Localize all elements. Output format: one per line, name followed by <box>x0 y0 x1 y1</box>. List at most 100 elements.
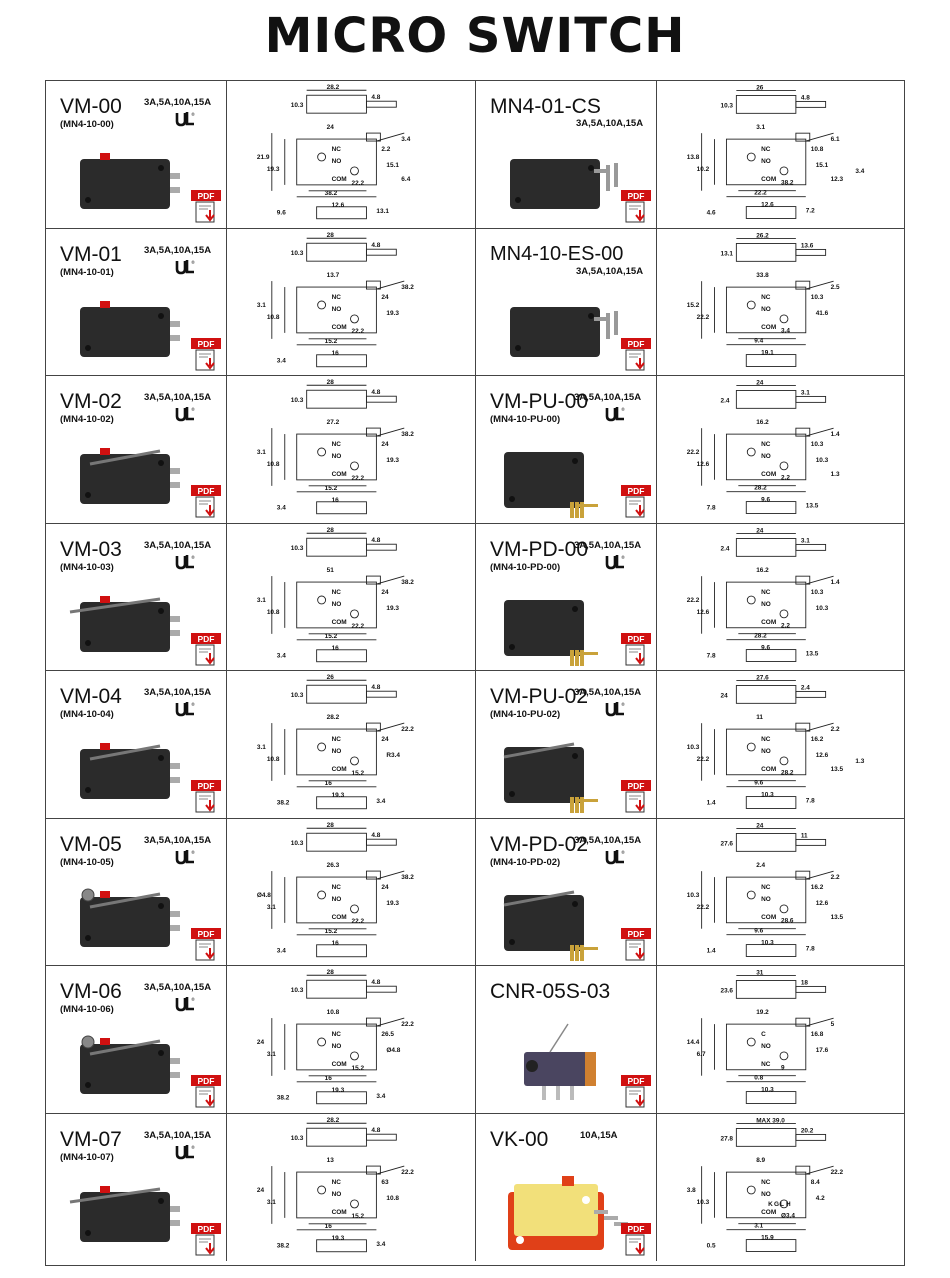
dimension-label: 4.8 <box>371 832 380 839</box>
pdf-download-icon[interactable]: PDF <box>191 1075 221 1109</box>
dimension-label: 3.1 <box>257 449 266 456</box>
dimension-label: 9.6 <box>761 497 770 504</box>
svg-text:PDF: PDF <box>198 339 215 349</box>
model-name: VM-01 <box>60 242 122 266</box>
dimension-drawing: 2810.34.810.826.5243.1Ø4.819.31615.222.2… <box>257 969 414 1105</box>
dimension-label: 12.6 <box>697 461 710 468</box>
dimension-label: 22.2 <box>351 622 364 629</box>
model-code: (MN4-10-PD-02) <box>490 856 561 868</box>
terminal-label: NC <box>332 1179 342 1186</box>
pdf-download-icon[interactable]: PDF <box>621 190 651 224</box>
dimension-label: 11 <box>801 832 808 839</box>
dimension-label: 10.8 <box>327 1009 340 1016</box>
pdf-download-icon[interactable]: PDF <box>621 1075 651 1109</box>
dimension-label: 38.2 <box>781 180 794 187</box>
dimension-label: 3.1 <box>257 301 266 308</box>
product-cell: VM-07(MN4-10-07)3A,5A,10A,15A®PDF <box>46 1113 227 1261</box>
terminal-label: COM <box>761 766 776 773</box>
pdf-download-icon[interactable]: PDF <box>621 1222 651 1257</box>
model-code: (MN4-10-06) <box>60 1004 114 1015</box>
pdf-download-icon[interactable]: PDF <box>621 485 651 519</box>
terminal-label: NO <box>761 305 771 312</box>
dimension-label: 26.2 <box>756 232 769 239</box>
dimension-label: 12.6 <box>816 899 829 906</box>
dimension-drawing: MAX 39.027.820.28.98.43.810.34.215.93.1Ø… <box>687 1117 844 1252</box>
pdf-download-icon[interactable]: PDF <box>191 485 221 519</box>
dimension-label: 22.2 <box>401 1021 414 1028</box>
dimension-label: 10.3 <box>816 457 829 464</box>
dimension-label: 23.6 <box>720 987 733 994</box>
dimension-label: 2.2 <box>781 475 790 482</box>
terminal-label: NO <box>761 158 771 165</box>
pdf-download-icon[interactable]: PDF <box>191 190 221 224</box>
terminal-label: COM <box>332 323 347 330</box>
pdf-download-icon[interactable]: PDF <box>191 337 221 372</box>
model-name: CNR-05S-03 <box>490 980 611 1003</box>
dimension-label: 17.6 <box>816 1047 829 1054</box>
dimension-label: 26 <box>327 674 335 681</box>
model-name: VM-05 <box>60 832 122 856</box>
svg-text:PDF: PDF <box>628 486 645 496</box>
model-code: (MN4-10-03) <box>60 561 114 573</box>
dimension-label: 8.4 <box>811 1179 820 1186</box>
dimension-label: 15.2 <box>325 927 338 934</box>
model-name: MN4-10-ES-00 <box>490 242 624 265</box>
dimension-label: 4.8 <box>371 1127 380 1134</box>
pdf-download-icon[interactable]: PDF <box>621 927 651 962</box>
model-code: (MN4-10-04) <box>60 709 114 720</box>
terminal-label: NO <box>761 1190 771 1197</box>
model-name: VK-00 <box>490 1127 549 1151</box>
terminal-label: NO <box>332 1190 342 1197</box>
terminal-label: NO <box>761 1043 771 1050</box>
model-code: (MN4-10-02) <box>60 414 114 425</box>
dimension-label: 27.8 <box>720 1135 733 1142</box>
dimension-label: 3.4 <box>277 947 286 954</box>
terminal-label: NO <box>332 305 342 312</box>
terminal-label: NO <box>332 1043 342 1050</box>
model-name: VM-03 <box>60 537 122 561</box>
dimension-label: 41.6 <box>816 309 829 316</box>
dimension-label: 28.2 <box>327 84 340 91</box>
pdf-download-icon[interactable]: PDF <box>191 1222 221 1257</box>
dimension-label: 10.8 <box>267 756 280 763</box>
dimension-label: 28.2 <box>327 1117 340 1124</box>
terminal-label: NO <box>332 158 342 165</box>
pdf-download-icon[interactable]: PDF <box>191 927 221 962</box>
pdf-download-icon[interactable]: PDF <box>191 632 221 667</box>
svg-text:®: ® <box>621 555 625 560</box>
dimension-label: 6.4 <box>401 176 410 183</box>
dimension-label: 28.6 <box>781 917 794 924</box>
terminal-label: COM <box>332 1061 347 1068</box>
dimension-label: 22.2 <box>351 475 364 482</box>
dimension-label: 13.7 <box>327 272 340 279</box>
ul-mark-icon: ® <box>175 112 195 127</box>
dimension-label: 19.2 <box>756 1009 769 1016</box>
product-cell: VM-PD-00(MN4-10-PD-00)3A,5A,10A,15A®PDF <box>476 523 657 671</box>
dimension-drawing: 2810.34.813.7243.110.819.31615.222.238.2… <box>257 232 414 367</box>
pdf-download-icon[interactable]: PDF <box>621 632 651 667</box>
micro-switch-long-lever-icon <box>69 595 180 652</box>
svg-text:PDF: PDF <box>628 191 645 201</box>
dimension-label: 15.2 <box>351 1212 364 1219</box>
dimension-drawing: 2810.34.851243.110.819.31615.222.238.23.… <box>257 527 414 662</box>
product-cell: VM-03(MN4-10-03)3A,5A,10A,15A®PDF <box>46 523 227 671</box>
ul-mark-icon: ® <box>605 702 625 717</box>
pdf-download-icon[interactable]: PDF <box>621 337 651 372</box>
dimension-label: 7.8 <box>707 505 716 512</box>
current-rating: 3A,5A,10A,15A <box>144 982 212 993</box>
current-rating: 3A,5A,10A,15A <box>144 392 212 403</box>
pdf-download-icon[interactable]: PDF <box>621 780 651 814</box>
pdf-download-icon[interactable]: PDF <box>191 780 221 814</box>
svg-text:PDF: PDF <box>198 781 215 791</box>
dimension-label: 10.8 <box>267 313 280 320</box>
dimension-label: Ø4.8 <box>386 1047 400 1054</box>
micro-switch-wire-lever-icon <box>69 1185 180 1242</box>
terminal-label: COM <box>332 471 347 478</box>
